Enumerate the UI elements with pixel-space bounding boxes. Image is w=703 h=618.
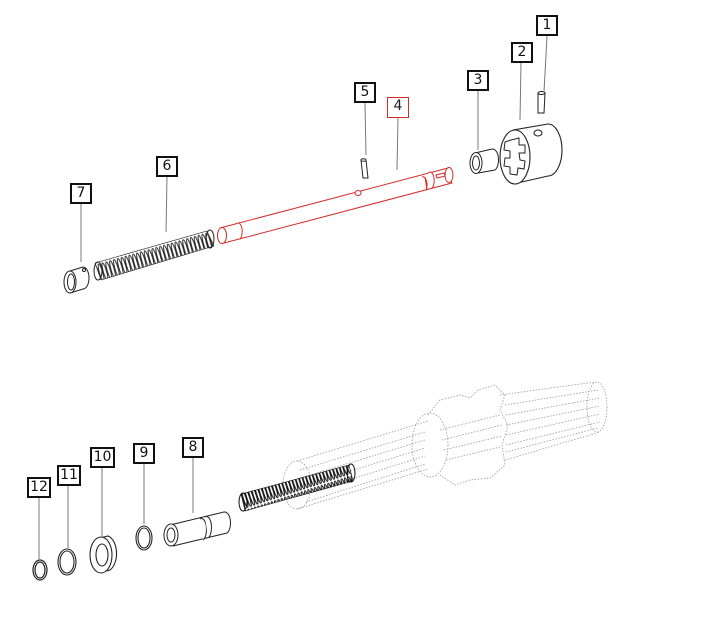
part-2-splined-coupling — [499, 123, 563, 185]
leader-lines — [38, 35, 548, 560]
callout-1[interactable]: 1 — [536, 15, 558, 36]
callout-11[interactable]: 11 — [57, 465, 81, 486]
part-10-seal — [89, 535, 118, 574]
callout-9[interactable]: 9 — [133, 443, 155, 464]
part-11-ring — [57, 548, 77, 576]
callout-4-selected[interactable]: 4 — [387, 97, 409, 118]
part-7-retainer — [63, 266, 90, 294]
part-12-circlip — [32, 559, 48, 581]
callout-3[interactable]: 3 — [467, 70, 489, 91]
callout-6[interactable]: 6 — [156, 156, 178, 177]
callout-8[interactable]: 8 — [182, 437, 204, 458]
callout-10[interactable]: 10 — [90, 447, 115, 468]
part-8-sleeve — [163, 511, 232, 547]
part-9-ring — [135, 525, 153, 551]
ghost-pinion-shaft — [282, 381, 608, 510]
part-1-pin — [537, 91, 546, 114]
callout-7[interactable]: 7 — [70, 183, 92, 204]
part-5-pin — [360, 158, 369, 179]
callout-5[interactable]: 5 — [354, 82, 376, 103]
part-3-bushing — [469, 148, 500, 174]
callout-2[interactable]: 2 — [511, 42, 533, 63]
callout-12[interactable]: 12 — [27, 477, 51, 498]
part-6-spring — [93, 229, 215, 281]
part-spring-lower — [238, 463, 356, 512]
part-4-shaft[interactable] — [217, 167, 454, 244]
